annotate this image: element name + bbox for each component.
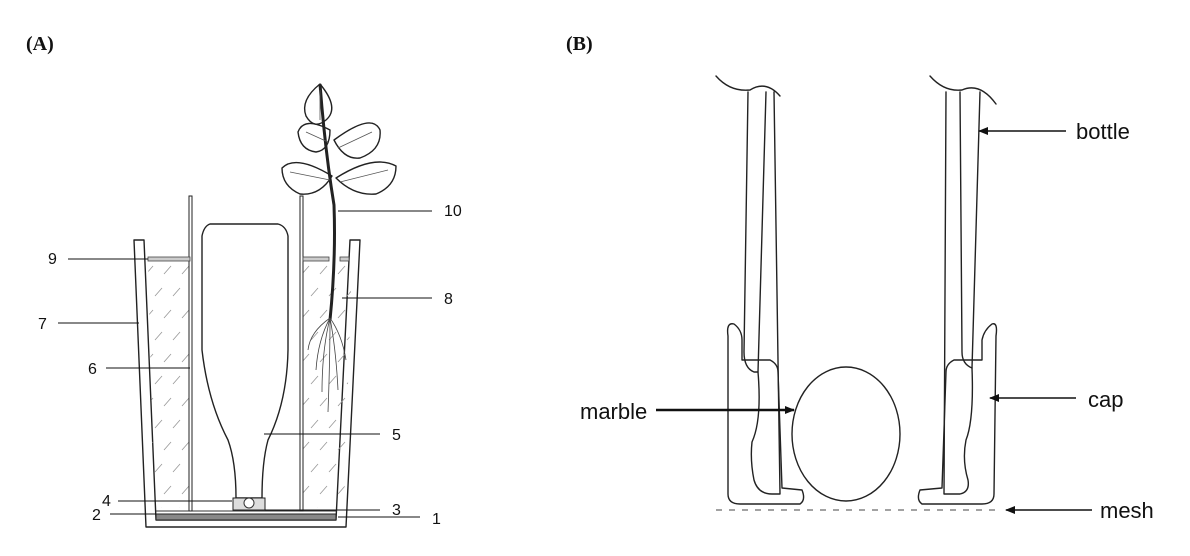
leaf-lower-right [335,161,397,195]
cap-right [917,323,998,505]
bottle-wall-right [929,75,997,369]
soil-hatch-mark [181,441,190,451]
top-mesh-right-b [339,256,350,262]
soil-hatch-mark [154,463,163,473]
plant [281,83,397,413]
leaf-upper-right [333,122,381,159]
soil-hatch-mark [163,309,172,319]
soil-hatch-mark [163,353,172,363]
soil-hatch-mark [319,309,328,319]
marble-label: marble [580,399,647,424]
soil-hatch-mark [310,331,319,341]
soil-hatch-mark [163,441,172,451]
soil-hatch-mark [148,441,154,451]
soil-hatch-mark [328,463,337,473]
outer-pot [133,239,361,528]
mesh-label: mesh [1100,498,1154,523]
leaf-top [303,83,333,125]
leaf-veins [289,90,389,183]
soil-hatch-mark [181,265,190,275]
soil-hatch-mark [310,419,319,429]
leader-lines [58,210,432,518]
soil-hatch-mark [172,419,181,429]
cap-label: cap [1088,387,1123,412]
soil-hatch-mark [181,485,190,495]
inverted-bottle [201,223,289,499]
plant-roots [307,317,347,413]
soil-hatch-mark [172,287,181,297]
soil-hatch-mark [154,287,163,297]
soil-hatch-mark [163,397,172,407]
callout-6: 6 [88,361,97,378]
soil-hatch-mark [337,309,346,319]
soil-hatch-mark [337,265,346,275]
inner-tube-right [299,195,304,512]
soil-hatch-mark [163,265,172,275]
soil-hatch-mark [319,265,328,275]
callout-4: 4 [102,493,111,510]
soil-hatch-mark [154,375,163,385]
callout-1: 1 [432,511,441,528]
soil-hatch-mark [172,331,181,341]
soil-hatch-mark [328,375,337,385]
soil-right [302,265,352,508]
bottle-neck-right [943,91,974,495]
soil-hatch-mark [319,397,328,407]
soil-hatch-mark [328,419,337,429]
soil-hatch-mark [337,397,346,407]
callout-7: 7 [38,316,47,333]
soil-hatch-mark [181,397,190,407]
base-plate [155,513,337,521]
panel-a-illustration: 1 2 3 4 5 6 7 8 9 10 [38,83,462,528]
marble [243,497,255,509]
callout-2: 2 [92,507,101,524]
soil-hatch-mark [154,419,163,429]
soil-hatch-mark [181,309,190,319]
callout-3: 3 [392,502,401,519]
soil-hatch-mark [346,287,352,297]
soil-hatch-mark [148,485,154,495]
top-mesh-left [147,256,191,262]
soil-hatch-mark [337,485,346,495]
bottle-neck-left [750,91,781,495]
callout-5: 5 [392,427,401,444]
panel-a-label: (A) [26,33,54,55]
soil-hatch-mark [148,309,154,319]
soil-hatch-mark [310,463,319,473]
inner-tube-left [188,195,193,512]
soil-hatch-mark [172,463,181,473]
soil-hatch-mark [148,265,154,275]
marble-ball [791,366,901,502]
leaf-upper-left [297,122,331,153]
callout-8: 8 [444,291,453,308]
callout-10: 10 [444,203,462,220]
soil-hatch-mark [310,287,319,297]
panel-b-label: (B) [566,33,593,55]
soil-hatch-mark [181,353,190,363]
soil-hatch-mark [319,485,328,495]
leaf-lower-left [281,161,333,195]
bottle-label: bottle [1076,119,1130,144]
bottle-wall-left [715,75,781,373]
callout-9: 9 [48,251,57,268]
soil-hatch-mark [337,441,346,451]
soil-hatch-mark [148,397,154,407]
soil-hatch-mark [154,331,163,341]
soil-hatch-mark [337,353,346,363]
soil-hatch-mark [163,485,172,495]
soil-hatch-mark [172,375,181,385]
soil-hatch-mark [346,331,352,341]
cap-left [726,323,805,505]
soil-hatch-mark [319,441,328,451]
top-mesh-right-a [302,256,330,262]
soil-hatch-mark [346,507,352,508]
soil-hatch-mark [310,375,319,385]
panel-b-illustration: bottle cap marble mesh [580,75,1154,523]
